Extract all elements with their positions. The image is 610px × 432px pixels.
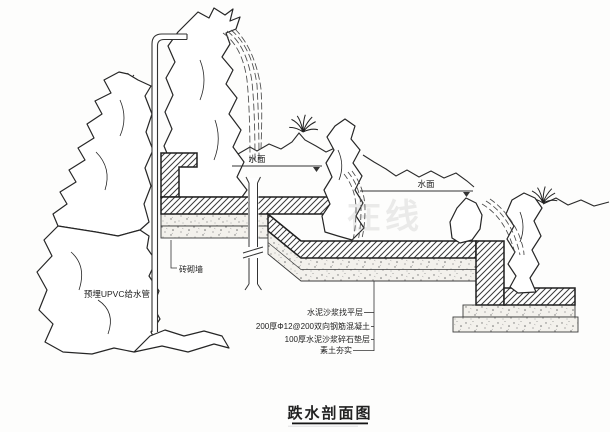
middle-pool-layer-split-line (267, 242, 476, 270)
footing-step-1 (462, 304, 576, 318)
drain-pipe (242, 176, 264, 291)
berm-line-upper-pool (237, 132, 338, 155)
wall-label: 砖砌墙 (179, 264, 203, 274)
berm-line-middle-pool (362, 154, 475, 188)
lower-waterfall-stream (481, 198, 525, 256)
base-soil-label: 素土夯实 (320, 345, 352, 355)
watermark: 在线 (347, 198, 423, 236)
drawing-title: 跌水剖面图 (287, 404, 372, 422)
left-rockery (36, 71, 230, 355)
structural-slab-label: 200厚Φ12@200双向钢筋混凝土 (256, 321, 370, 331)
wall-label-leader (170, 240, 177, 269)
title-block: 跌水剖面图 (287, 404, 372, 427)
upper-water-surface-label: 水面 (248, 154, 266, 164)
middle-waterfall-stream (343, 170, 366, 242)
right-rocks (449, 192, 543, 294)
berm-line-right (542, 197, 610, 207)
structure-underlayers (160, 213, 579, 333)
supply-pipe (151, 33, 188, 332)
supply-pipe-label: 预埋UPVC给水管 (84, 289, 150, 299)
leveling-layer-label: 水泥沙浆找平层 (307, 307, 363, 317)
structure-slabs (160, 152, 576, 306)
lower-water-level-symbol (463, 192, 470, 197)
cushion-layer-label: 100厚水泥沙浆碎石垫层 (285, 334, 370, 344)
right-tall-rock (505, 192, 543, 294)
berm-contour-lines (237, 132, 610, 207)
annotations: 预埋UPVC给水管 砖砌墙 水泥沙浆找平层 200厚Φ12@200双向钢筋混凝土… (84, 240, 375, 355)
grass-icon (288, 114, 319, 133)
lower-water-surface-label: 水面 (417, 179, 435, 189)
middle-rock (321, 118, 365, 241)
upper-waterfall-stream (222, 28, 263, 163)
right-small-rock (449, 197, 483, 244)
waterfall-cliff-rock (162, 7, 248, 198)
footing-step-2 (452, 316, 579, 333)
drop-step-wall (475, 240, 505, 306)
water-surfaces: 水面 水面 (232, 154, 473, 197)
title-underline (292, 422, 368, 425)
upper-water-level-symbol (313, 167, 320, 172)
